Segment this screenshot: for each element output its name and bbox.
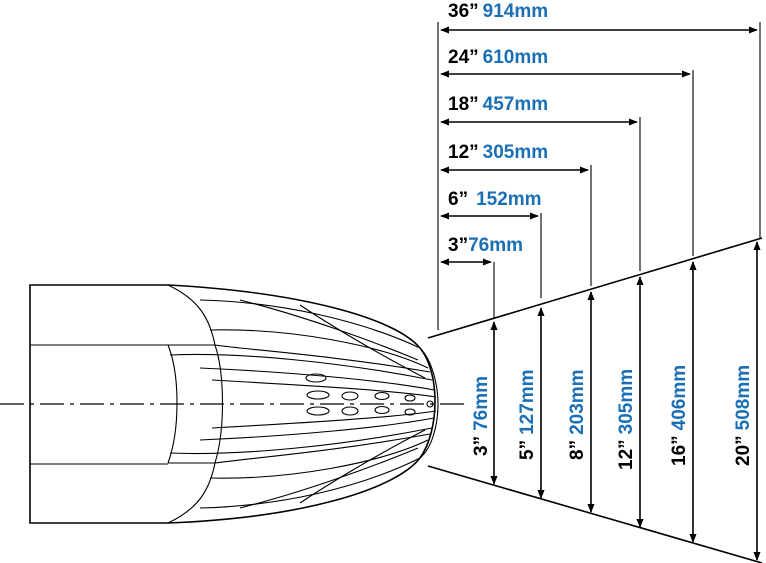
distance-label-6in: 6”152mm	[448, 189, 542, 210]
nozzle-tip	[419, 347, 439, 459]
width-labels: 3”76mm 5”127mm 8”203mm 12”305mm 16”406mm…	[471, 365, 754, 470]
width-label-8in: 8”203mm	[567, 369, 588, 460]
spray-cone-lower-edge	[427, 465, 763, 563]
distance-labels: 36”914mm 24”610mm 18”457mm 12”305mm 6”15…	[448, 1, 548, 256]
distance-label-24in: 24”610mm	[448, 47, 548, 68]
nozzle-vanes	[167, 284, 437, 524]
width-label-16in: 16”406mm	[669, 365, 690, 466]
distance-label-18in: 18”457mm	[448, 94, 548, 115]
width-label-20in: 20”508mm	[733, 365, 754, 466]
width-label-3in: 3”76mm	[471, 376, 492, 456]
width-label-12in: 12”305mm	[616, 369, 637, 470]
distance-label-12in: 12”305mm	[448, 142, 548, 163]
width-label-5in: 5”127mm	[517, 369, 538, 460]
extension-lines	[437, 22, 761, 330]
nozzle-housing-outline	[29, 284, 436, 524]
spray-cone-upper-edge	[427, 237, 763, 339]
nozzle-orifices	[305, 373, 434, 416]
width-dimensions	[490, 241, 761, 561]
distance-label-36in: 36”914mm	[448, 1, 548, 22]
nozzle-body	[29, 284, 439, 524]
distance-dimensions	[440, 26, 758, 266]
distance-label-3in: 3”76mm	[448, 235, 523, 256]
